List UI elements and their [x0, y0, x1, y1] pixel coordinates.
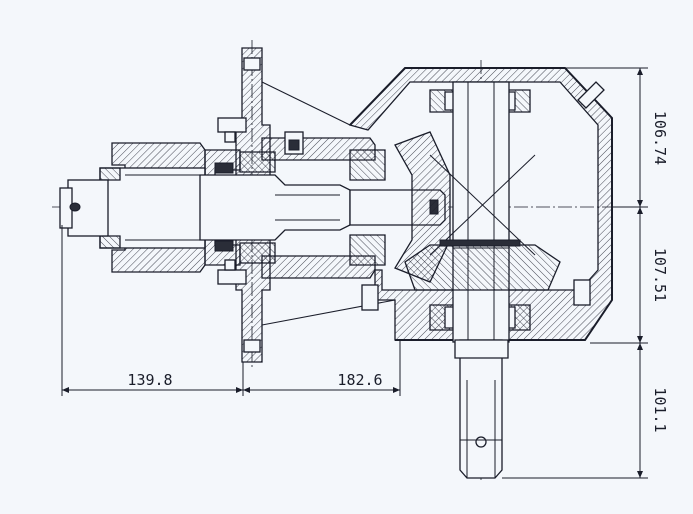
dim-housing-length: 182.6 [337, 371, 382, 389]
dim-output-shaft: 101.1 [651, 387, 669, 432]
dim-left-shaft: 139.8 [127, 371, 172, 389]
output-shaft [454, 339, 509, 479]
dimension-lines [61, 67, 648, 479]
bevel-gears [394, 131, 561, 291]
input-shaft [199, 174, 446, 241]
dim-lower-height: 107.51 [651, 248, 669, 302]
tube-housing [239, 131, 386, 279]
dim-upper-height: 106.74 [651, 111, 669, 165]
input-coupling [59, 142, 206, 273]
